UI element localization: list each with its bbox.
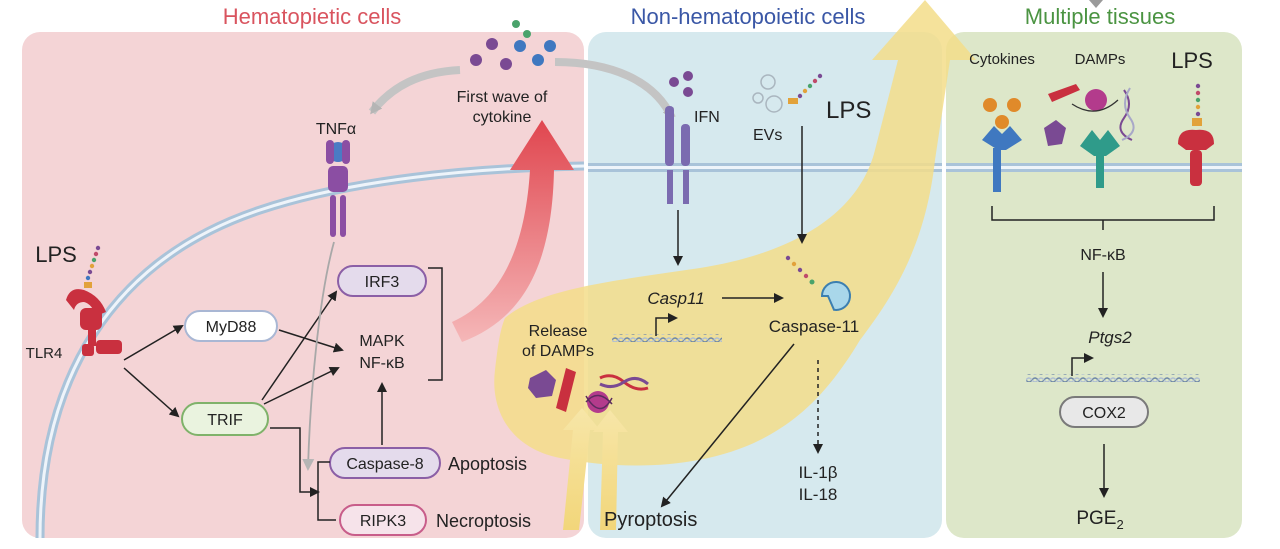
lps-molecule-icon [84, 245, 101, 288]
tlr4-receptor-icon [66, 289, 122, 356]
ifn-label: IFN [694, 109, 720, 126]
trif-to-caspase8-bracket [270, 427, 320, 497]
tissues-membrane-inner [946, 166, 1242, 169]
cytokine-arrow-right [554, 58, 676, 121]
tlr4-to-trif-arrow [123, 367, 180, 418]
irf3-label: IRF3 [365, 274, 400, 291]
cox2-label: COX2 [1082, 405, 1126, 422]
irf3-mapk-bracket [428, 267, 443, 381]
damps-flow-region [494, 0, 976, 466]
first-wave-label-line1: First wave of [457, 89, 548, 106]
myd88-label: MyD88 [206, 319, 257, 336]
caspase11-pacman-icon [785, 255, 851, 311]
hematopoietic-title: Hematopietic cells [223, 4, 402, 29]
first-wave-red-arrow [452, 120, 574, 342]
release-damps-line2: of DAMPs [522, 343, 594, 360]
ptgs2-dna [1026, 374, 1200, 382]
nfkb-tissue-label: NF-κB [1080, 247, 1125, 264]
trif-to-irf3-arrow [261, 290, 338, 401]
multiple-tissues-title: Multiple tissues [1025, 4, 1175, 29]
ifn-dots [669, 71, 693, 97]
tnf-receptor-icon [326, 140, 350, 237]
tlr4-label: TLR4 [26, 345, 63, 362]
tnfa-label: TNFα [316, 121, 356, 138]
multiple-tissues-panel [946, 32, 1242, 538]
hematopoietic-panel [22, 32, 584, 538]
myd88-node [184, 310, 278, 342]
cox2-node [1059, 396, 1149, 428]
ripk3-label: RIPK3 [360, 513, 406, 530]
non-hematopoietic-membrane-inner [588, 166, 942, 169]
ptgs2-promoter-arrow [1071, 353, 1094, 376]
nfkb-hemato-label: NF-κB [359, 355, 404, 372]
caspase8-ripk3-bracket [317, 461, 336, 521]
release-damps-line1: Release [529, 323, 588, 340]
lps-nonhem-label: LPS [826, 97, 871, 124]
irf3-node [337, 265, 427, 297]
non-hematopoietic-title: Non-hematopoietic cells [631, 4, 866, 29]
apoptosis-label: Apoptosis [448, 454, 527, 474]
casp11-promoter-arrow [655, 313, 678, 336]
tnf-down-grey-arrow [302, 241, 335, 471]
cytokine-arrow-left [368, 66, 461, 115]
lps-nonhem-molecule-icon [788, 73, 823, 104]
myd88-to-mapk-arrow [278, 329, 344, 353]
caspase8-node [329, 447, 441, 479]
tissues-corner-arrow [1089, 0, 1103, 8]
damps-icons [528, 368, 649, 413]
damp-receptor-icon [1044, 84, 1135, 188]
pge2-main: PGE [1076, 508, 1116, 529]
pyroptosis-label: Pyroptosis [604, 509, 697, 531]
trif-to-mapk-arrow [263, 367, 340, 405]
cytokine-dots [470, 20, 556, 70]
il1b-label: IL-1β [798, 463, 837, 482]
trif-label: TRIF [207, 412, 243, 429]
lps-tissue-label: LPS [1171, 48, 1213, 73]
evs-label: EVs [753, 127, 782, 144]
pge2-label: PGE2 [1076, 508, 1123, 532]
hematopoietic-membrane-inner [38, 164, 585, 539]
trif-node [181, 402, 269, 436]
casp11-dna [612, 334, 722, 342]
ptgs2-label: Ptgs2 [1088, 328, 1132, 347]
il18-label: IL-18 [799, 485, 838, 504]
lps-hematopoietic-label: LPS [35, 242, 77, 267]
damps-up-arrow-1 [563, 408, 600, 530]
damps-up-arrow-2 [593, 410, 628, 530]
caspase11-to-pyroptosis-arrow [660, 343, 795, 508]
mapk-label: MAPK [359, 333, 405, 350]
tlr4-to-myd88-arrow [123, 324, 184, 361]
cytokine-receptor-icon [982, 98, 1022, 192]
damps-tissue-label: DAMPs [1075, 51, 1126, 68]
casp11-gene-label: Casp11 [647, 289, 704, 308]
pge2-subscript: 2 [1116, 517, 1123, 532]
first-wave-label-line2: cytokine [473, 109, 532, 126]
cytokines-label: Cytokines [969, 51, 1035, 68]
caspase11-label: Caspase-11 [769, 317, 859, 336]
evs-icon [752, 74, 783, 113]
ripk3-node [339, 504, 427, 536]
ifn-receptor-icon [665, 106, 690, 204]
caspase8-label: Caspase-8 [346, 456, 423, 473]
tlr4-tissue-receptor-icon [1178, 83, 1214, 186]
necroptosis-label: Necroptosis [436, 511, 531, 531]
